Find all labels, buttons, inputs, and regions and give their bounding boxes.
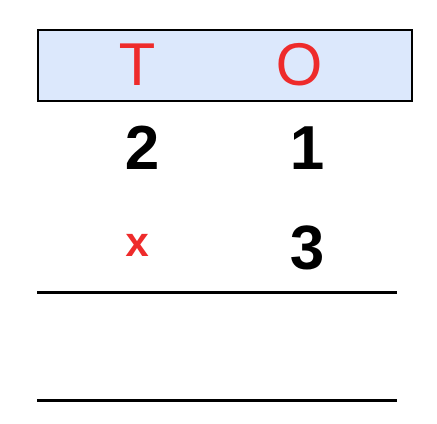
place-value-header [37,29,413,102]
answer-line-top [37,291,397,294]
tens-column-label: T [118,31,156,98]
multiplicand-tens-digit: 2 [124,114,160,183]
multiplicand-ones-digit: 1 [289,114,325,183]
ones-column-label: O [275,31,323,98]
multiplication-sign: x [125,218,149,265]
multiplier-ones-digit: 3 [289,214,325,283]
answer-line-bottom [37,399,397,402]
